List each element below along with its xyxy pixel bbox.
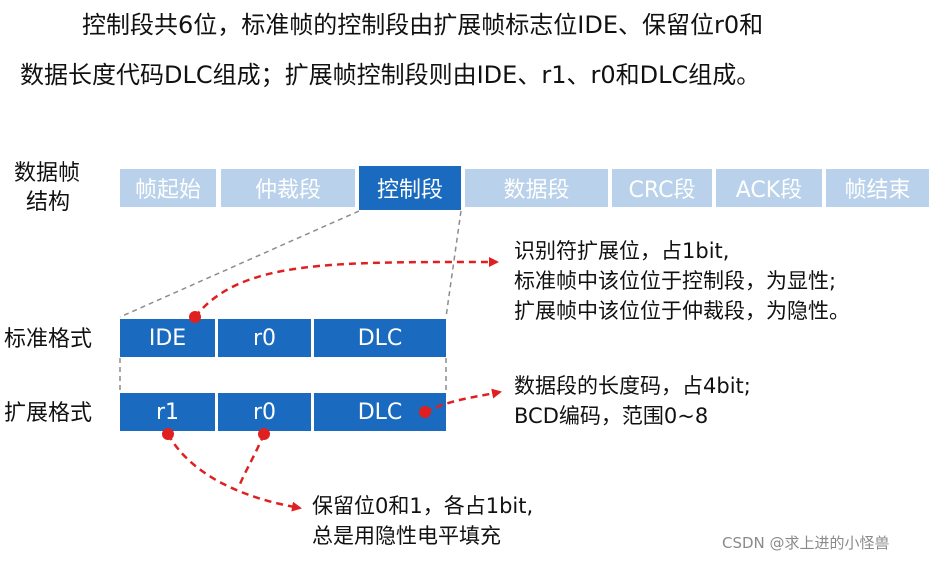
reserved-note-line2: 总是用隐性电平填充 [312,523,501,548]
r1-dot [162,428,174,440]
reserved-arrow-r0 [238,433,266,485]
intro-line-2: 数据长度代码DLC组成；扩展帧控制段则由IDE、r1、r0和DLC组成。 [20,61,761,89]
dlc-note-line1: 数据段的长度码，占4bit; [514,374,751,398]
ide-note: 识别符扩展位，占1bit, 标准帧中该位位于控制段，为显性; 扩展帧中该位位于仲… [514,237,850,326]
reserved-note: 保留位0和1，各占1bit, 总是用隐性电平填充 [312,492,533,552]
reserved-arrow-r1 [166,433,302,512]
intro-line-1: 控制段共6位，标准帧的控制段由扩展帧标志位IDE、保留位r0和 [82,11,764,39]
dlc-arrow [424,388,502,414]
ide-arrow [194,256,499,318]
expansion-line-right [445,210,462,318]
reserved-note-line1: 保留位0和1，各占1bit, [312,494,534,518]
expansion-line-left [119,210,360,318]
extended-field-dlc: DLC [314,393,446,431]
dlc-dot [419,406,431,418]
standard-field-dlc: DLC [314,319,446,357]
dlc-note-line2: BCD编码，范围0~8 [514,403,709,428]
frame-segment-data: 数据段 [465,169,608,207]
watermark: CSDN @求上进的小怪兽 [722,534,890,552]
frame-segment-sof: 帧起始 [120,169,216,207]
frame-segment-ack: ACK段 [716,169,822,207]
dlc-note: 数据段的长度码，占4bit; BCD编码，范围0~8 [514,372,751,432]
frame-segment-eof: 帧结束 [826,169,929,207]
ide-dot [189,311,201,323]
ide-note-line3: 扩展帧中该位位于仲裁段，为隐性。 [514,298,850,323]
ide-note-line1: 识别符扩展位，占1bit, [514,239,730,263]
standard-field-r0: r0 [218,319,311,357]
frame-label-line1: 数据帧 [14,161,81,186]
frame-label-line2: 结构 [26,189,71,215]
frame-segment-control: 控制段 [359,166,461,210]
extended-field-r0: r0 [218,393,311,431]
r0-dot [258,428,270,440]
extended-field-r1: r1 [120,393,215,431]
frame-segment-crc: CRC段 [612,169,712,207]
extended-format-label: 扩展格式 [4,401,93,426]
standard-format-label: 标准格式 [4,327,93,352]
ide-note-line2: 标准帧中该位位于控制段，为显性; [514,268,837,293]
frame-label: 数据帧 结构 [14,160,80,217]
frame-segment-arbitration: 仲裁段 [221,169,355,207]
standard-field-ide: IDE [120,319,215,357]
